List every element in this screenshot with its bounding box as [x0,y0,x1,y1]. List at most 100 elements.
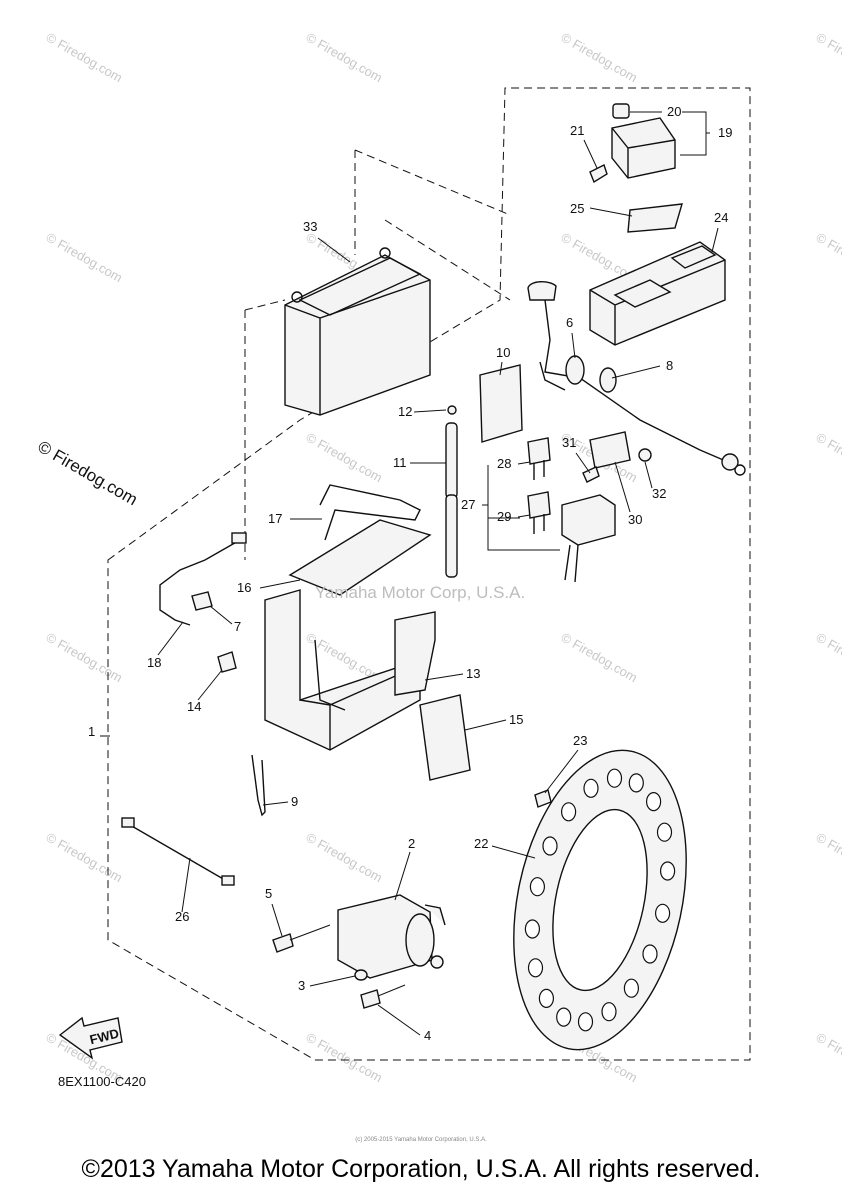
rotor-hole [642,944,658,964]
callout-7-leader [209,605,233,625]
callout-7-label: 7 [234,619,241,634]
callout-10-leader [499,361,503,376]
callout-9-label: 9 [291,794,298,809]
callout-16-leader [259,579,301,589]
watermark-tile: © Firedog.com [304,1030,386,1086]
callout-8-leader [611,365,661,379]
rotor-hole [527,958,544,978]
callout-12-leader [413,409,447,413]
watermark-tile: © Firedog.com [814,30,842,86]
bolt-4-part [360,989,381,1009]
callout-17-label: 17 [268,511,282,526]
callout-33-label: 33 [303,219,317,234]
callout-12-label: 12 [398,404,412,419]
watermark-tile: © Firedog.com [814,630,842,686]
battery-box-bracket-part [264,589,436,751]
rotor-hole [654,903,671,923]
tiny-copyright: (c) 2005-2015 Yamaha Motor Corporation, … [355,1137,487,1143]
watermark-tile: © Firedog.com [304,830,386,886]
rotor-hole [556,1007,572,1027]
battery-leader-dash-4 [244,299,286,560]
callout-14-leader [197,669,223,701]
callout-30-label: 30 [628,512,642,527]
rotor-hole [628,773,644,793]
watermark-tile: © Firedog.com [44,630,126,686]
watermark-tile: © Firedog.com [304,30,386,86]
callout-33-leader [317,237,351,263]
callout-23-leader [544,749,579,794]
group-bracket-2 [487,465,560,551]
callout-2-label: 2 [408,836,415,851]
callout-10-label: 10 [496,345,510,360]
callout-11-label: 11 [393,455,407,470]
band-17-part [319,484,421,541]
callout-29-leader [517,514,531,518]
band-11-part [445,422,458,499]
callout-21-leader [583,139,598,169]
callout-15-label: 15 [509,712,523,727]
lead-18-part [159,539,241,626]
callout-layer: 1234567891011121314151617181920212223242… [88,104,732,1043]
rotor-hole [601,1002,617,1022]
band-11b-part [445,494,458,578]
callout-19-label: 19 [718,125,732,140]
callout-8-label: 8 [666,358,673,373]
callout-24-leader [711,227,719,253]
wire-26-end-b [221,875,235,886]
rotor-hole [656,822,673,842]
fuse-28-part [527,437,551,480]
terminal-cover-part [527,281,557,301]
callout-25-leader [589,207,633,217]
callout-28-leader [517,461,531,465]
callout-13-leader [424,673,464,681]
watermark-tile: © Firedog.com [559,630,641,686]
group-bracket-1 [680,111,707,156]
fwd-arrow-icon: FWD [58,1016,123,1060]
watermark-tile: © Firedog.com [44,230,126,286]
rotor-hole [583,778,599,798]
callout-15-leader [464,719,507,731]
bolt-23-part [534,789,552,808]
starter-relay-part [589,241,726,346]
wire-26-part [129,824,226,881]
callout-22-label: 22 [474,836,488,851]
bolt-14-part [217,651,237,673]
callout-31-label: 31 [562,435,576,450]
oring-3-part [354,969,368,981]
callout-2-leader [394,851,411,901]
callout-20-label: 20 [667,104,681,119]
watermark-tile: © Firedog.com [814,830,842,886]
watermark-tile: © Firedog.com [44,30,126,86]
battery-part [284,247,431,416]
fuse-box-part [561,494,616,583]
callout-3-leader [309,975,356,987]
rotor-hole [577,1012,594,1032]
callout-18-label: 18 [147,655,161,670]
bolt-5-part [272,933,294,953]
callout-6-label: 6 [566,315,573,330]
callout-29-label: 29 [497,509,511,524]
callout-14-label: 14 [187,699,201,714]
callout-18-leader [157,621,184,656]
callout-4-leader [377,1004,421,1036]
wire-26-end-a [121,817,135,828]
clip-12-part [447,405,457,415]
callout-1-label: 1 [88,724,95,739]
callout-13-label: 13 [466,666,480,681]
rotor-holes [524,768,676,1032]
callout-24-label: 24 [714,210,728,225]
clamp-7-part [191,591,213,611]
callout-27-label: 27 [461,497,475,512]
callout-5-label: 5 [265,886,272,901]
callout-26-leader [181,857,191,913]
bolt-4-shaft [377,984,406,997]
diagram-code: 8EX1100-C420 [58,1074,146,1089]
rotor-hole [623,978,640,998]
fuse-29-part [527,491,551,534]
callout-22-leader [491,845,536,859]
rotor-hole [645,791,662,812]
callout-23-label: 23 [573,733,587,748]
screw-31-part [582,466,600,483]
callout-21-label: 21 [570,123,584,138]
